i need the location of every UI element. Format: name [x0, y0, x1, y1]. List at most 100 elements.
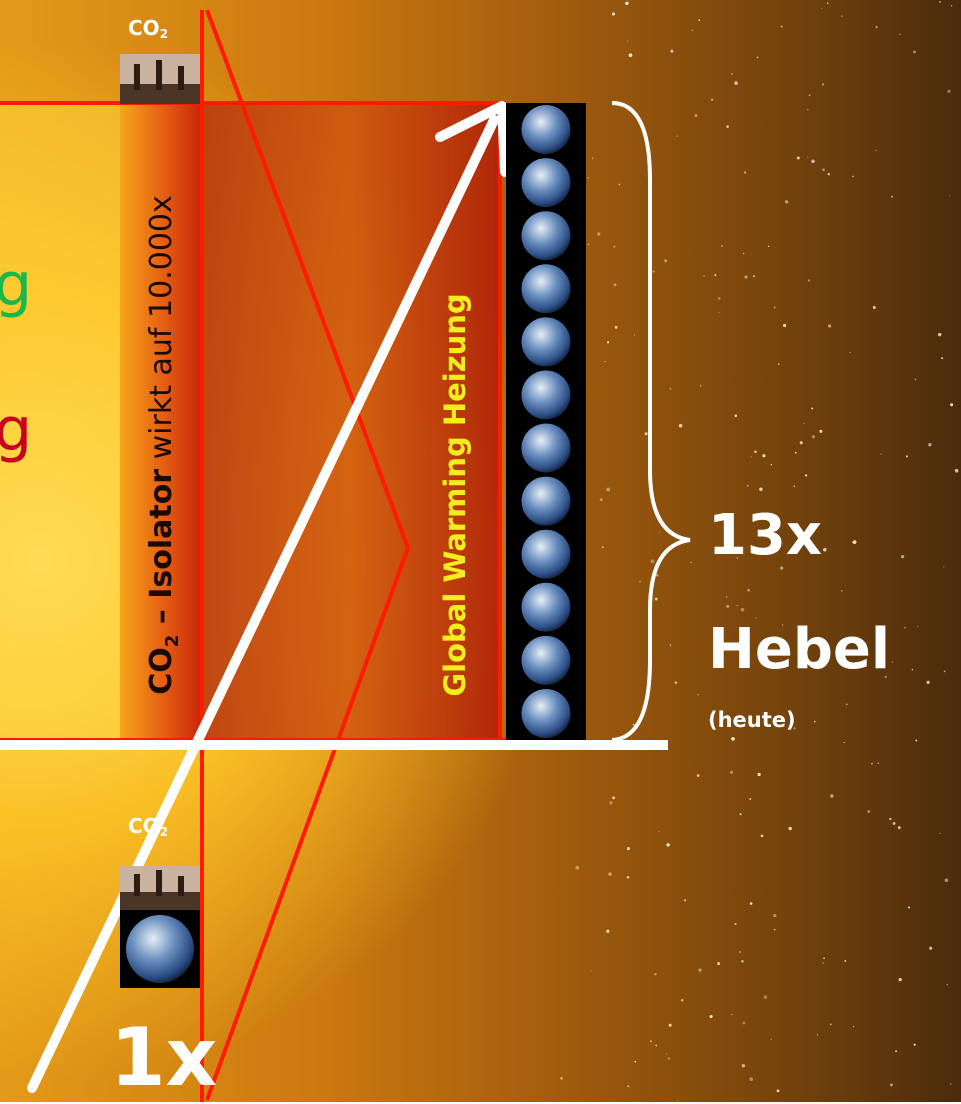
star-dot	[907, 906, 911, 909]
star-dot	[827, 324, 832, 328]
star-dot	[889, 817, 892, 821]
side-letter-red: g	[0, 395, 33, 465]
star-dot	[676, 135, 678, 137]
star-dot	[875, 149, 877, 152]
star-dot	[915, 739, 918, 742]
star-dot	[843, 742, 845, 744]
star-dot	[788, 826, 792, 831]
star-dot	[917, 625, 919, 628]
star-dot	[898, 826, 901, 829]
lever-arrow	[27, 101, 510, 1093]
curly-brace	[611, 101, 691, 742]
star-dot	[625, 1, 629, 5]
star-dot	[655, 573, 659, 577]
star-dot	[823, 957, 825, 960]
star-dot	[666, 843, 670, 847]
star-dot	[634, 1060, 637, 1063]
insulator-formula: CO2 – Isolator	[144, 468, 183, 695]
star-dot	[613, 245, 616, 248]
star-dot	[872, 306, 876, 309]
star-dot	[939, 1, 941, 3]
star-dot	[903, 626, 906, 629]
earth-icon	[521, 476, 571, 526]
insulator-effect: wirkt auf 10.000x	[144, 195, 179, 469]
star-dot	[741, 959, 744, 963]
star-dot	[664, 259, 668, 263]
star-dot	[880, 453, 882, 455]
star-dot	[714, 274, 717, 277]
star-dot	[649, 1040, 652, 1043]
star-dot	[743, 171, 747, 174]
star-dot	[773, 928, 776, 931]
base-factor: 1x	[110, 1011, 218, 1104]
star-dot	[929, 946, 933, 950]
star-dot	[891, 195, 894, 198]
star-dot	[767, 245, 770, 247]
sun-side-block	[0, 103, 120, 740]
star-dot	[668, 1023, 672, 1027]
star-dot	[599, 498, 603, 502]
star-dot	[913, 50, 916, 54]
earth-icon	[521, 317, 571, 367]
insulator-column	[120, 103, 200, 740]
lever-factor: 13x	[708, 503, 823, 568]
star-dot	[877, 762, 880, 764]
star-dot	[826, 2, 829, 4]
earth-icon	[521, 635, 571, 685]
star-dot	[913, 1043, 916, 1046]
earth-icon	[521, 105, 571, 154]
star-dot	[940, 356, 944, 360]
star-dot	[954, 468, 959, 473]
star-dot	[762, 454, 766, 458]
star-dot	[944, 878, 949, 882]
star-dot	[827, 172, 831, 176]
star-dot	[844, 960, 847, 962]
star-dot	[731, 1013, 733, 1016]
star-dot	[950, 403, 954, 407]
star-dot	[821, 7, 823, 10]
earth-base-icon	[120, 910, 200, 988]
star-dot	[899, 33, 901, 35]
star-dot	[780, 566, 784, 570]
star-dot	[644, 432, 648, 436]
star-dot	[669, 644, 672, 646]
star-dot	[749, 902, 753, 905]
star-dot	[744, 275, 748, 279]
star-dot	[698, 968, 702, 972]
star-dot	[822, 962, 824, 964]
star-dot	[670, 49, 674, 53]
star-dot	[895, 1050, 898, 1053]
earth-icon	[521, 529, 571, 579]
star-dot	[729, 770, 734, 774]
star-dot	[773, 306, 776, 309]
star-dot	[669, 387, 672, 390]
star-dot	[905, 455, 909, 458]
star-dot	[928, 443, 932, 447]
star-dot	[710, 98, 714, 101]
star-dot	[738, 950, 742, 954]
star-dot	[746, 484, 749, 487]
star-dot	[799, 441, 803, 445]
factory-top-image	[120, 54, 200, 104]
star-dot	[754, 450, 757, 453]
star-dot	[892, 821, 896, 825]
star-dot	[891, 661, 893, 663]
star-dot	[626, 875, 630, 879]
co2-bottom-label: CO2	[128, 814, 169, 839]
star-dot	[690, 561, 692, 564]
star-dot	[759, 487, 763, 492]
star-dot	[830, 1023, 832, 1025]
red-frame	[0, 9, 506, 1102]
star-dot	[914, 378, 917, 381]
star-dot	[770, 463, 772, 466]
star-dot	[601, 546, 604, 549]
star-dot	[717, 962, 721, 966]
star-dot	[597, 232, 601, 236]
star-dot	[804, 474, 808, 477]
earth-icon	[521, 689, 571, 738]
star-dot	[628, 53, 633, 58]
star-dot	[781, 624, 784, 626]
star-dot	[606, 929, 610, 933]
star-dot	[755, 617, 757, 619]
star-dot	[823, 547, 827, 552]
